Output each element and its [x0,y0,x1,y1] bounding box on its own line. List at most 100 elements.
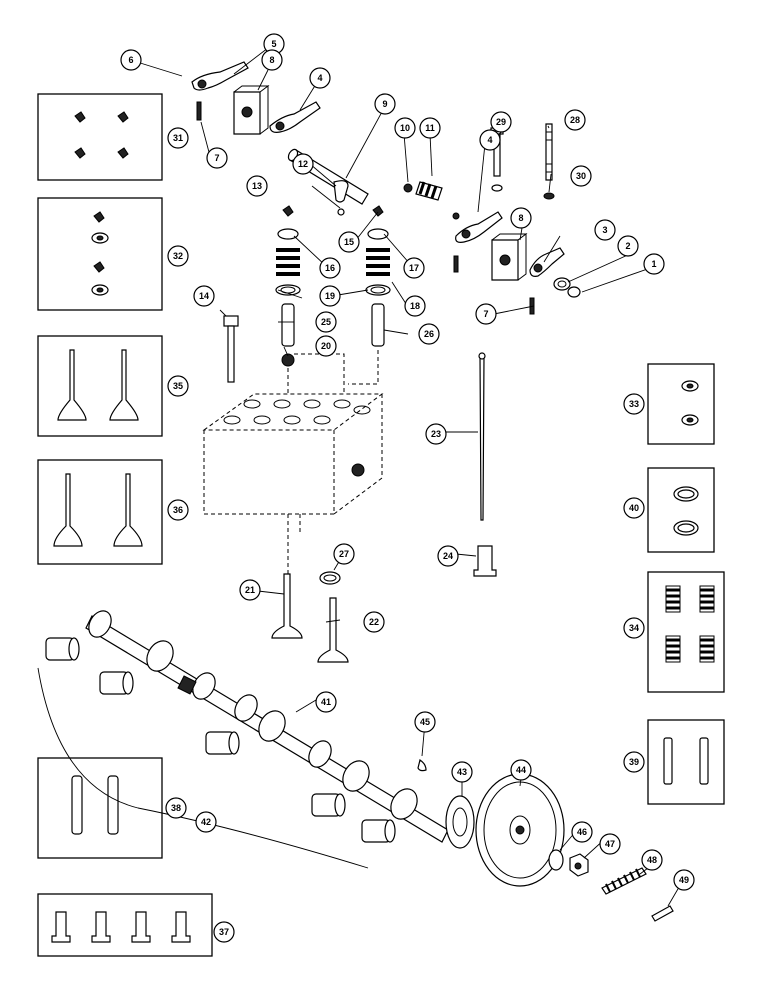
callout-label: 18 [410,301,420,311]
callout-23: 23 [425,423,447,445]
callout-43: 43 [451,761,473,783]
callout-label: 5 [271,39,276,49]
callout-2: 2 [617,235,639,257]
callout-label: 29 [496,117,506,127]
callout-7-left: 7 [206,147,228,169]
callout-label: 1 [651,259,656,269]
callout-9: 9 [374,93,396,115]
callout-label: 15 [344,237,354,247]
callout-label: 14 [199,291,209,301]
callout-label: 43 [457,767,467,777]
callout-38: 38 [165,797,187,819]
callout-label: 49 [679,875,689,885]
callout-label: 19 [325,291,335,301]
callout-label: 26 [424,329,434,339]
callout-label: 45 [420,717,430,727]
rocker-bracket-left [233,85,270,135]
shaft-spring [403,181,443,201]
callout-label: 7 [214,153,219,163]
camshaft-41 [85,610,449,843]
push-rod-cap-12 [333,180,349,216]
kit-box-37 [37,893,213,957]
leader-lines [136,47,683,907]
callout-27: 27 [333,543,355,565]
callout-label: 2 [625,241,630,251]
callout-17: 17 [403,257,425,279]
callout-44: 44 [510,759,532,781]
callout-6: 6 [120,49,142,71]
callout-label: 21 [245,585,255,595]
callout-31: 31 [167,127,189,149]
kit-box-38 [37,757,163,859]
kit-box-32 [37,197,163,311]
rocker-bracket-right [491,233,528,281]
callout-45: 45 [414,711,436,733]
callout-label: 16 [325,263,335,273]
callout-24: 24 [437,545,459,567]
callout-label: 3 [602,225,607,235]
kit-box-35 [37,335,163,437]
callout-3: 3 [594,219,616,241]
callout-42: 42 [195,811,217,833]
callout-41: 41 [315,691,337,713]
valve-spring-left [275,228,301,296]
callout-label: 38 [171,803,181,813]
seal-20 [281,353,295,367]
callout-label: 27 [339,549,349,559]
callout-label: 17 [409,263,419,273]
callout-39: 39 [623,751,645,773]
callout-label: 9 [382,99,387,109]
callout-4b: 4 [479,129,501,151]
callout-label: 4 [317,73,322,83]
callout-7-right: 7 [475,303,497,325]
rocker-arm-middle [269,101,321,133]
valve-spring-right [365,228,391,296]
callout-label: 25 [321,317,331,327]
callout-11: 11 [419,117,441,139]
callout-label: 48 [647,855,657,865]
callout-label: 4 [487,135,492,145]
kit-box-39 [647,719,725,805]
cam-bearings-42 [37,637,396,869]
callout-label: 20 [321,341,331,351]
callout-34: 34 [623,617,645,639]
callout-46: 46 [571,821,593,843]
rocker-arm-left [191,61,249,121]
callout-1: 1 [643,253,665,275]
rocker-arm-end [529,247,565,277]
callout-40: 40 [623,497,645,519]
callout-21: 21 [239,579,261,601]
callouts: 6 5 8 4 9 10 11 29 28 30 4 8 3 2 1 7 7 1… [120,33,695,943]
callout-30: 30 [570,165,592,187]
callout-label: 35 [173,381,183,391]
washer-46 [548,849,564,871]
callout-20: 20 [315,335,337,357]
callout-28: 28 [564,109,586,131]
callout-18: 18 [404,295,426,317]
callout-49: 49 [673,869,695,891]
callout-19: 19 [319,285,341,307]
callout-29: 29 [490,111,512,133]
callout-label: 12 [298,159,308,169]
callout-label: 47 [605,839,615,849]
callout-label: 28 [570,115,580,125]
valve-guide-25 [281,303,295,347]
callout-16: 16 [319,257,341,279]
callout-label: 11 [425,123,435,133]
callout-26: 26 [418,323,440,345]
callout-15: 15 [338,231,360,253]
kit-box-40 [647,467,715,553]
callout-32: 32 [167,245,189,267]
exhaust-valve-22 [317,597,349,663]
callout-label: 36 [173,505,183,515]
push-rod-23 [478,352,486,521]
callout-25: 25 [315,311,337,333]
callout-13: 13 [246,175,268,197]
callout-4: 4 [309,67,331,89]
callout-8: 8 [261,49,283,71]
callout-33: 33 [623,393,645,415]
kit-box-31 [37,93,163,181]
callout-47: 47 [599,833,621,855]
callout-8b: 8 [510,207,532,229]
